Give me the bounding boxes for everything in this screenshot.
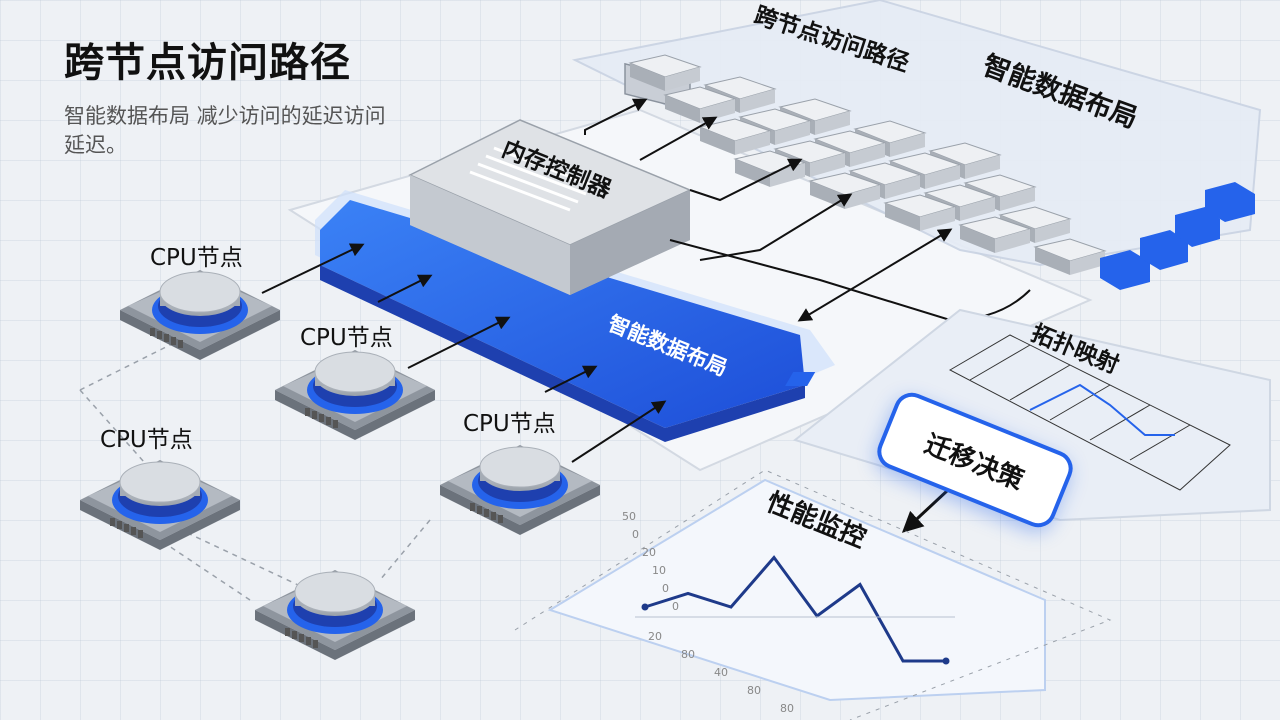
memory-block [628, 54, 702, 91]
cpu-node-label-1: CPU节点 [150, 245, 243, 271]
memory-block [698, 118, 772, 155]
cpu-access-arrows [261, 243, 667, 463]
cpu-chip [80, 460, 240, 550]
memory-block [958, 216, 1032, 253]
cpu-chip [120, 270, 280, 360]
memory-controller [408, 119, 692, 295]
cpu-chip [275, 350, 435, 440]
chart-point [641, 603, 649, 611]
chart-xtick: 80 [681, 648, 695, 661]
chart-series-line [644, 555, 946, 663]
topology-highlight-cell [785, 372, 816, 386]
chart-ytick: 0 [662, 582, 669, 595]
decision-arrow [901, 488, 950, 533]
memory-block [808, 172, 882, 209]
chart-ytick: 50 [622, 510, 636, 523]
memory-block [1033, 238, 1107, 275]
chart-ytick: 10 [652, 564, 666, 577]
cpu-chip [255, 570, 415, 660]
memory-block [883, 194, 957, 231]
chart-ytick: 20 [642, 546, 656, 559]
topology-grid [948, 334, 1231, 491]
chart-xtick: 20 [648, 630, 662, 643]
smart-layout-platform [320, 200, 805, 428]
chart-xtick: 40 [714, 666, 728, 679]
chart-xtick: 80 [780, 702, 794, 715]
chart-xtick: 80 [747, 684, 761, 697]
header: 跨节点访问路径 智能数据布局 减少访问的延迟访问延迟。 [64, 30, 404, 160]
monitor-dashed-outline [514, 469, 1112, 720]
chart-ytick: 0 [672, 600, 679, 613]
cpu-chip [440, 445, 600, 535]
chart-ytick: 0 [632, 528, 639, 541]
memory-blocks [624, 54, 1107, 275]
cpu-node-label-4: CPU节点 [463, 411, 556, 437]
chart-point [942, 657, 950, 665]
cpu-node-label-2: CPU节点 [300, 325, 393, 351]
cpu-nodes [80, 270, 600, 660]
migration-decision-label: 迁移决策 [920, 428, 1028, 496]
cpu-node-label-3: CPU节点 [100, 427, 193, 453]
page-title: 跨节点访问路径 [64, 40, 351, 86]
page-subtitle: 智能数据布局 减少访问的延迟访问延迟。 [64, 104, 386, 157]
migration-blocks [1100, 182, 1255, 290]
